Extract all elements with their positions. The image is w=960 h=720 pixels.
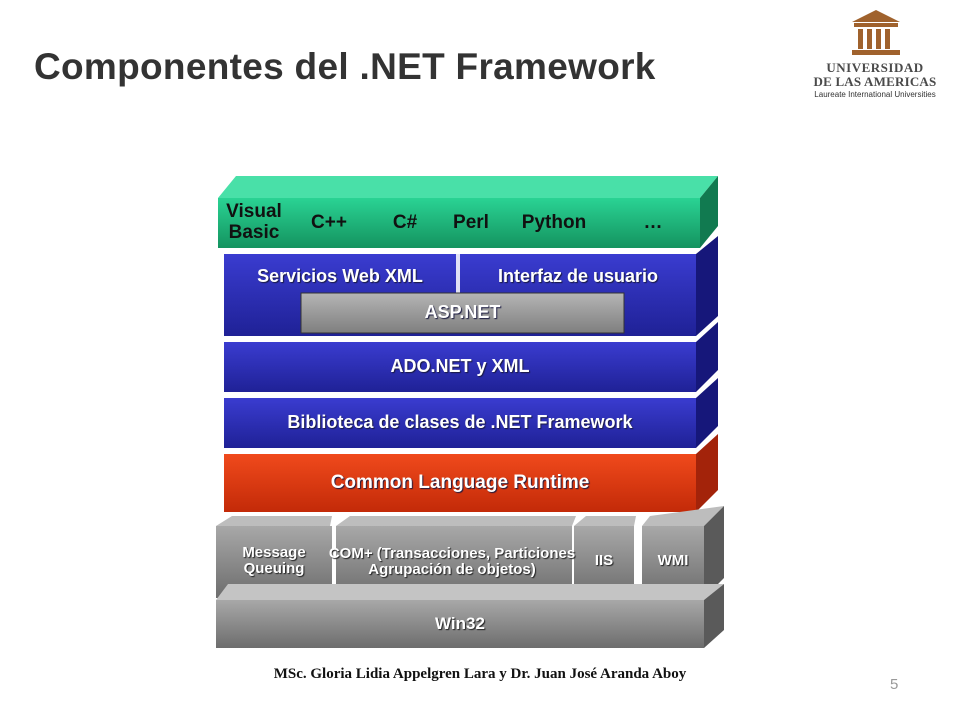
iis-label: IIS: [594, 551, 614, 569]
win32-label: Win32: [435, 613, 485, 633]
web-services-label: Servicios Web XML: [257, 266, 423, 287]
message-queuing-label: Message Queuing: [242, 543, 306, 577]
slide-title: Componentes del .NET Framework: [34, 46, 656, 87]
logo-line-2: DE LAS AMERICAS: [813, 74, 937, 89]
class-library-layer: [224, 378, 718, 448]
clr-label: Common Language Runtime: [330, 471, 590, 493]
lang-python: Python: [521, 211, 587, 233]
language-boxes: [218, 176, 718, 248]
adonet-layer: [224, 322, 718, 392]
aspnet-layer: [224, 236, 718, 336]
wmi-label: WMI: [657, 551, 689, 569]
lang-cpp: C++: [311, 211, 347, 233]
aspnet-label: ASP.NET: [424, 302, 501, 323]
slide-footer-authors: MSc. Gloria Lidia Appelgren Lara y Dr. J…: [273, 666, 687, 682]
user-interface-label: Interfaz de usuario: [497, 266, 659, 287]
lang-csharp: C#: [392, 211, 418, 233]
class-library-label: Biblioteca de clases de .NET Framework: [287, 412, 633, 433]
adonet-label: ADO.NET y XML: [390, 356, 530, 377]
logo-line-1: UNIVERSIDAD: [826, 60, 924, 75]
columns-building-icon: [852, 10, 900, 55]
lang-perl: Perl: [453, 211, 489, 233]
page-number: 5: [890, 676, 899, 693]
clr-layer: [224, 434, 718, 512]
win32-layer: [216, 584, 724, 648]
logo-line-3: Laureate International Universities: [814, 90, 936, 99]
lang-more: …: [643, 211, 663, 233]
lang-visual-basic: Visual Basic: [226, 201, 282, 243]
com-plus-label: COM+ (Transacciones, Particiones Agrupac…: [328, 544, 576, 578]
university-logo: UNIVERSIDAD DE LAS AMERICAS Laureate Int…: [800, 8, 950, 100]
